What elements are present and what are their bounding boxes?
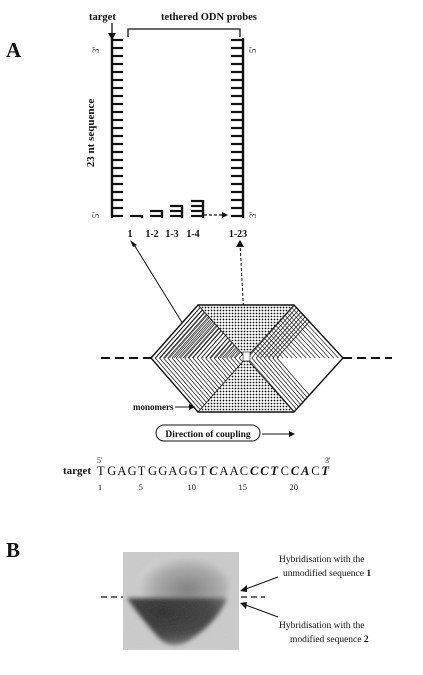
sequence-base: C — [250, 464, 259, 478]
annotation-arrow-bottom — [242, 603, 279, 618]
target-arrow-head — [108, 33, 116, 40]
sequence-base: A — [230, 464, 239, 478]
sequence-number: 1 — [98, 482, 102, 492]
sequence-5prime: 5' — [97, 456, 103, 465]
sequence-base: C — [240, 464, 248, 478]
sequence-base: A — [117, 464, 126, 478]
dashed-arrow-head — [222, 212, 228, 218]
direction-label: Direction of coupling — [165, 430, 251, 440]
synthesis-array — [150, 304, 344, 413]
probe-label-1-3: 1-3 — [165, 229, 178, 240]
annotation-arrow-top — [242, 576, 279, 591]
panel-b-label: B — [6, 538, 21, 562]
probe-strands — [130, 38, 245, 218]
probe-5prime: 5' — [248, 47, 258, 54]
center-cell — [242, 351, 251, 362]
monomers-label: monomers — [133, 402, 174, 412]
pointer-line-1 — [132, 242, 184, 325]
panel-a-label: A — [6, 38, 22, 62]
probe-strand — [170, 204, 184, 218]
direction-arrow-head — [289, 431, 295, 437]
sequence-base: T — [199, 464, 207, 478]
target-3prime: 3' — [91, 47, 101, 54]
sequence-base: G — [158, 464, 167, 478]
pointer-head-1 — [130, 240, 137, 247]
sequence-base: A — [168, 464, 177, 478]
probes-bracket — [127, 28, 241, 37]
sequence-3prime: 3' — [325, 456, 331, 465]
sequence-length-label: 23 nt sequence — [85, 99, 97, 168]
sequence-base: G — [107, 464, 116, 478]
target-5prime: 5' — [91, 212, 101, 219]
probe-label-1-2: 1-2 — [145, 229, 158, 240]
sequence-base: G — [128, 464, 137, 478]
probe-strand — [191, 199, 205, 218]
probe-label-1-23: 1-23 — [229, 229, 247, 240]
hybridisation-blot — [123, 552, 239, 650]
sequence-base: C — [260, 464, 269, 478]
probes-header: tethered ODN probes — [161, 12, 257, 23]
sequence-base: T — [138, 464, 146, 478]
annotation-arrow-top-head — [240, 585, 247, 592]
sequence-base: C — [209, 464, 218, 478]
pointer-line-23 — [239, 242, 247, 356]
sequence-number: 10 — [188, 482, 197, 492]
sequence-base: A — [219, 464, 228, 478]
sequence-prefix: target — [63, 465, 91, 477]
sequence-base: T — [97, 464, 105, 478]
target-strand — [110, 38, 123, 218]
annotation-arrow-bottom-head — [240, 602, 247, 609]
monomers-arrow-head — [189, 404, 195, 410]
probe-3prime: 3' — [248, 212, 258, 219]
sequence-number: 5 — [139, 482, 143, 492]
probe-label-1: 1 — [128, 229, 133, 240]
sequence-base: T — [321, 464, 330, 478]
sequence-base: C — [291, 464, 300, 478]
probe-strand — [150, 209, 164, 218]
annotation-bottom-number: 2 — [364, 635, 369, 645]
sequence-base: A — [300, 464, 309, 478]
probe-strand — [130, 214, 144, 218]
annotation-bottom-line2: modified sequence 2 — [290, 634, 369, 645]
sequence-base: T — [270, 464, 279, 478]
probe-strand-full — [231, 38, 245, 218]
annotation-top-line1: Hybridisation with the — [279, 555, 365, 565]
direction-box — [155, 424, 261, 442]
sequence-base: G — [148, 464, 157, 478]
sequence-base: C — [281, 464, 289, 478]
pointer-head-23 — [236, 240, 244, 247]
probe-label-1-4: 1-4 — [186, 229, 199, 240]
sequence-number: 20 — [290, 482, 299, 492]
annotation-top-line2: unmodified sequence 1 — [283, 568, 371, 579]
sequence-number: 15 — [239, 482, 248, 492]
sequence-base: G — [179, 464, 188, 478]
annotation-top-number: 1 — [366, 569, 371, 579]
annotation-bottom-line1: Hybridisation with the — [279, 621, 365, 631]
sequence-base: G — [189, 464, 198, 478]
sequence-base: C — [311, 464, 319, 478]
target-header: target — [89, 12, 116, 23]
